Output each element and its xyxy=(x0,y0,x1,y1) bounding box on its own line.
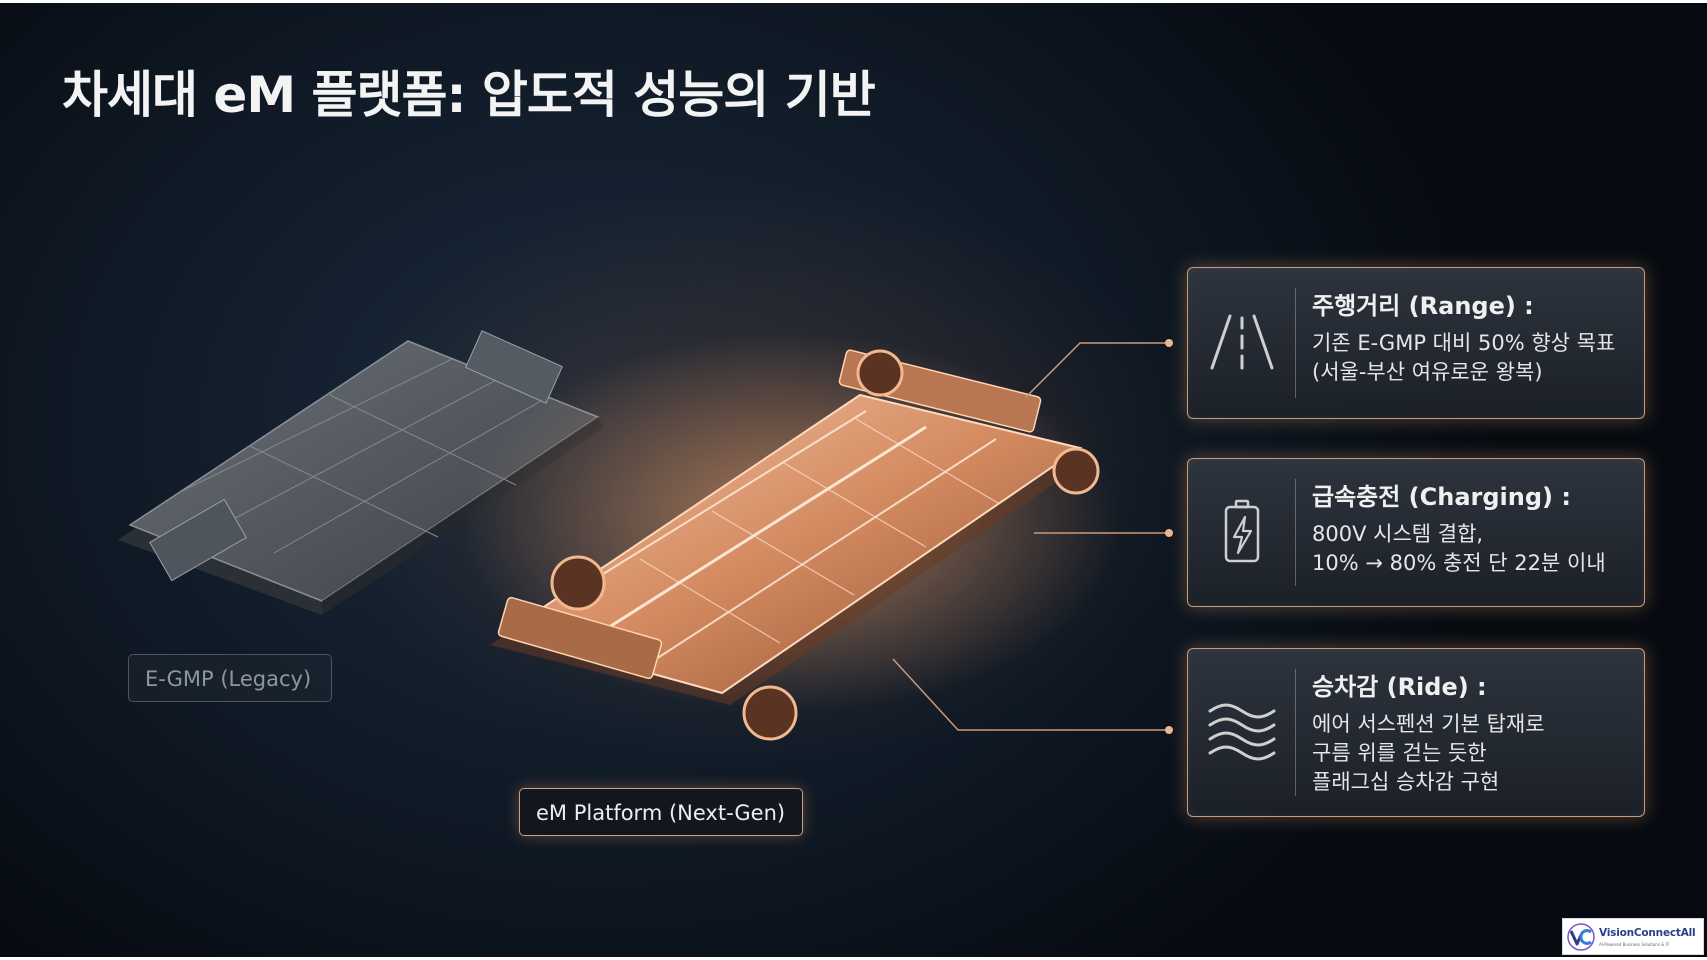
connector-dot xyxy=(1165,339,1173,347)
feature-line: 기존 E-GMP 대비 50% 향상 목표 xyxy=(1312,331,1616,355)
battery-charging-icon xyxy=(1224,499,1260,563)
card-divider xyxy=(1295,288,1296,398)
callout-connectors xyxy=(892,342,1168,731)
card-divider xyxy=(1295,479,1296,586)
slide-title: 차세대 eM 플랫폼: 압도적 성능의 기반 xyxy=(62,66,876,124)
feature-heading: 주행거리 (Range) : xyxy=(1312,292,1534,320)
road-icon xyxy=(1210,314,1274,370)
watermark-logo: VisionConnectAll AI-Powered Business Sol… xyxy=(1562,918,1704,955)
air-waves-icon xyxy=(1208,703,1276,761)
feature-line: 구름 위를 걷는 듯한 xyxy=(1312,741,1487,765)
feature-card-charging: 급속충전 (Charging) : 800V 시스템 결합, 10% → 80%… xyxy=(1187,458,1645,607)
watermark-brand: VisionConnectAll xyxy=(1599,927,1696,939)
legacy-platform-label: E-GMP (Legacy) xyxy=(128,654,332,702)
vc-logo-icon xyxy=(1567,923,1595,951)
platform-illustration xyxy=(118,330,1173,741)
feature-heading: 급속충전 (Charging) : xyxy=(1312,483,1571,511)
feature-line: 에어 서스펜션 기본 탑재로 xyxy=(1312,712,1545,736)
feature-line: 10% → 80% 충전 단 22분 이내 xyxy=(1312,551,1606,575)
slide: 차세대 eM 플랫폼: 압도적 성능의 기반 xyxy=(0,3,1707,957)
feature-line: (서울-부산 여유로운 왕복) xyxy=(1312,360,1543,384)
card-divider xyxy=(1295,669,1296,796)
feature-line: 800V 시스템 결합, xyxy=(1312,522,1484,546)
feature-heading: 승차감 (Ride) : xyxy=(1312,673,1487,701)
connector-dot xyxy=(1165,529,1173,537)
feature-line: 플래그십 승차감 구현 xyxy=(1312,770,1500,794)
connector-dot xyxy=(1165,726,1173,734)
feature-card-ride: 승차감 (Ride) : 에어 서스펜션 기본 탑재로 구름 위를 걷는 듯한 … xyxy=(1187,648,1645,817)
nextgen-platform-label: eM Platform (Next-Gen) xyxy=(519,788,803,836)
nextgen-platform-image xyxy=(460,333,1120,741)
feature-card-range: 주행거리 (Range) : 기존 E-GMP 대비 50% 향상 목표 (서울… xyxy=(1187,267,1645,419)
watermark-tagline: AI-Powered Business Solutions & IT xyxy=(1599,942,1670,947)
